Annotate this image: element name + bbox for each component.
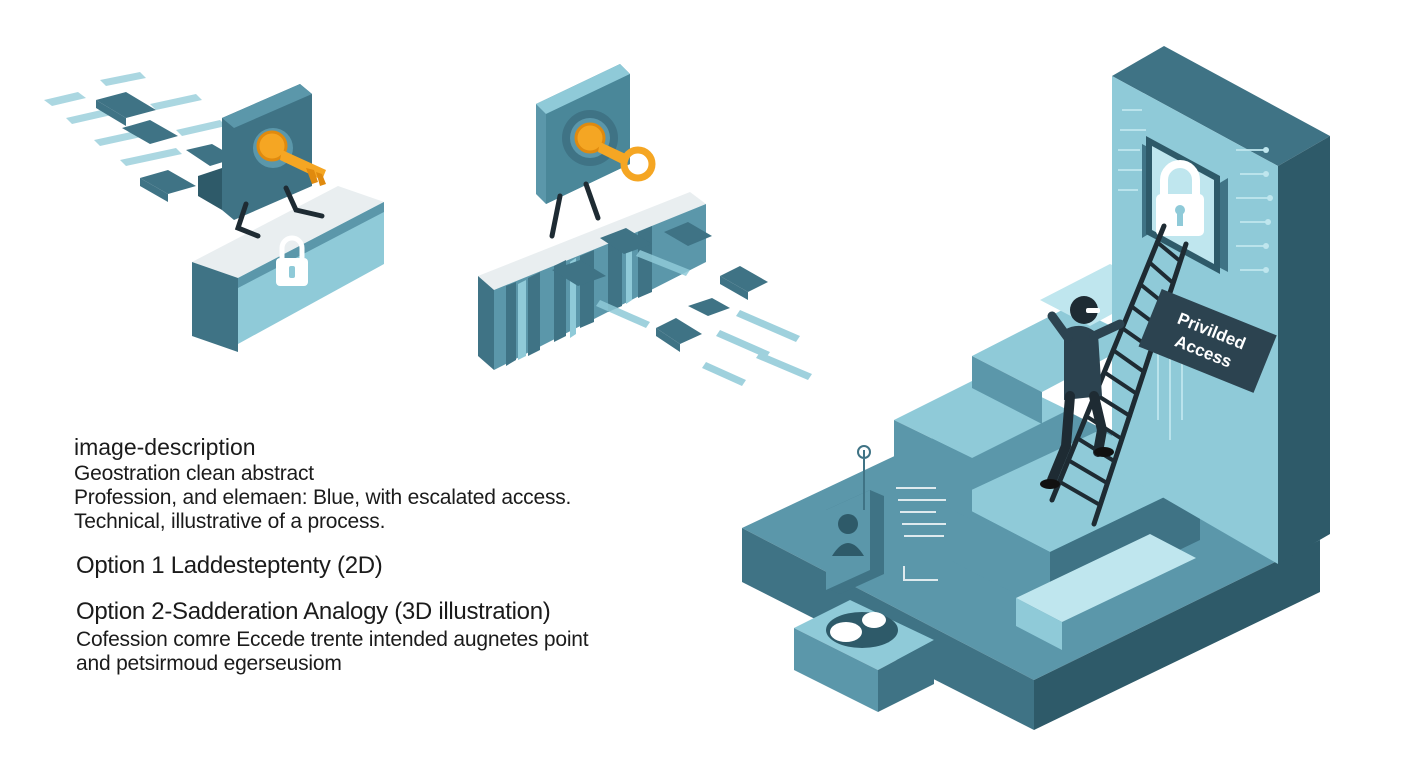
padlock-icon: [276, 235, 308, 286]
option-1-title: Option 1 Laddesteptenty (2D): [76, 552, 383, 579]
option-2-line-2: and petsirmoud egerseusiom: [76, 652, 342, 675]
flying-pieces: [552, 222, 768, 352]
scene-privileged-access: Privilded Access: [742, 46, 1330, 730]
key-icon: [256, 130, 326, 186]
key-icon: [574, 122, 656, 182]
climber-figure: [1040, 296, 1125, 489]
stepped-wall: [478, 192, 706, 370]
option-2-line-1: Cofession comre Eccede trente intended a…: [76, 628, 589, 651]
circuit-dots: [1263, 147, 1273, 273]
user-panel: [826, 445, 884, 594]
description-heading: image-description: [74, 434, 256, 460]
motion-streaks-2: [596, 250, 812, 386]
padlock-icon: [1156, 160, 1204, 236]
gate-block: [192, 186, 384, 352]
tower: [1112, 46, 1330, 564]
description-line-3: Technical, illustrative of a process.: [74, 510, 386, 533]
user-icon: [832, 514, 864, 556]
toggle-icon: [830, 612, 886, 642]
platform-traces: [896, 487, 946, 581]
pedestal: [794, 600, 934, 712]
description-line-2: Profession, and elemaen: Blue, with esca…: [74, 486, 572, 509]
scene-key-wall: [478, 64, 812, 386]
scene-key-gate: [44, 72, 384, 352]
description-line-1: Geostration clean abstract: [74, 462, 314, 485]
option-2-title: Option 2-Sadderation Analogy (3D illustr…: [76, 598, 551, 625]
